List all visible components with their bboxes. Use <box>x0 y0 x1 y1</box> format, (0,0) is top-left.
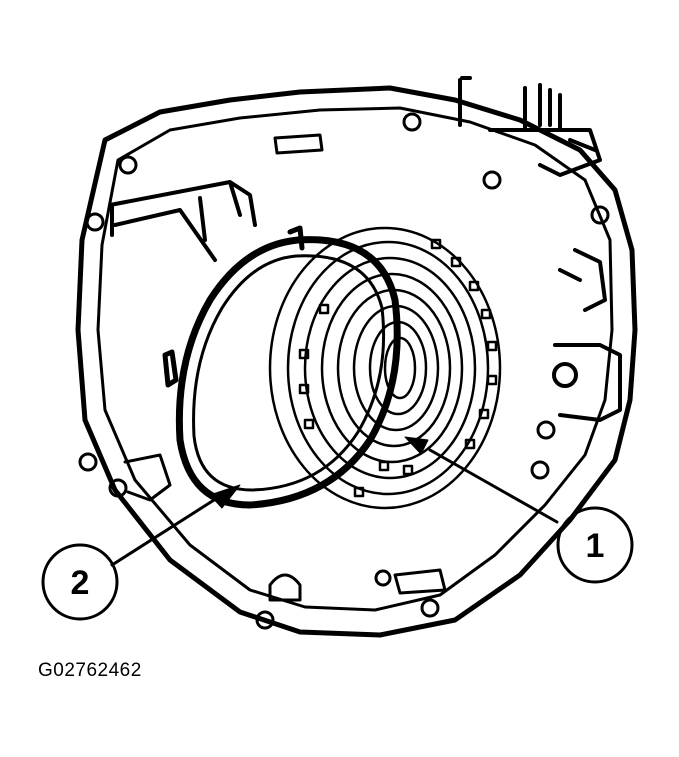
housing-inner-rim <box>96 106 614 612</box>
leader-line-2 <box>110 491 227 567</box>
snap-ring-ends <box>162 225 305 388</box>
arrowhead-1 <box>404 436 429 455</box>
right-bolt <box>552 362 578 388</box>
leader-line-1 <box>428 448 559 524</box>
callout-number-1: 1 <box>586 527 605 565</box>
housing-outline <box>75 85 638 638</box>
right-side-bracket <box>553 248 622 422</box>
left-upper-bracket <box>108 180 257 262</box>
housing-lugs <box>123 133 447 602</box>
clutch-teeth <box>298 238 498 498</box>
callout-circle-1 <box>556 506 634 584</box>
figure-code: G02762462 <box>38 660 142 681</box>
snap-ring <box>175 236 401 509</box>
top-bracket <box>458 76 602 177</box>
arrowhead-2 <box>209 484 241 509</box>
snap-ring-inner <box>192 254 386 492</box>
housing-bolt-holes <box>78 112 610 630</box>
callout-circle-2 <box>41 543 119 621</box>
callout-number-2: 2 <box>71 564 90 602</box>
